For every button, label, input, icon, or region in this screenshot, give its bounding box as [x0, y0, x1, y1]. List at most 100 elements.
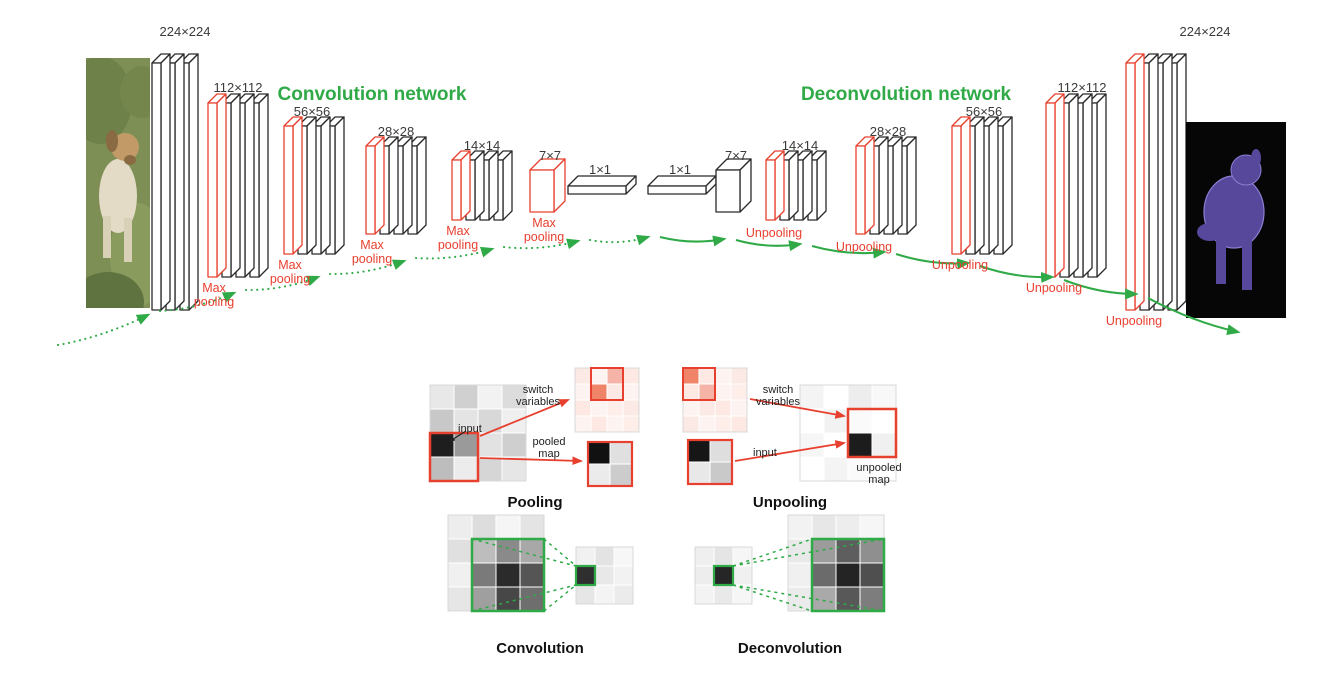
encoder-stack-28 [365, 136, 427, 235]
connector-line [732, 538, 885, 567]
max-pooling-label-3: Max pooling [351, 238, 393, 267]
grid-cell [575, 565, 596, 586]
grid-cell [622, 383, 640, 401]
grid-cell [682, 415, 700, 433]
grid-cell [687, 439, 711, 463]
grid-cell [501, 432, 527, 458]
unpooling-input-grid [687, 439, 733, 485]
grid-cell [471, 514, 497, 540]
unpooling-unpooled-map-label: unpooled map [856, 462, 902, 487]
legend-convolution [447, 514, 634, 613]
layer-box [855, 136, 875, 235]
layer-box [1125, 53, 1145, 311]
grid-cell [590, 415, 608, 433]
grid-cell [811, 586, 837, 612]
grid-cell [575, 584, 596, 605]
pooling-input-grid [429, 384, 527, 482]
grid-cell [519, 586, 545, 612]
grid-cell [590, 399, 608, 417]
flow-arrow [979, 265, 1055, 283]
pooled-map-grid [587, 441, 633, 487]
unpooling-label-1: Unpooling [745, 226, 803, 240]
decoder-box-7x7 [715, 158, 752, 213]
grid-cell [590, 367, 608, 385]
grid-cell [799, 456, 825, 482]
size-label-fc7: 1×1 [668, 162, 692, 177]
connector-line [448, 430, 467, 442]
grid-cell [871, 408, 897, 434]
network-layers [151, 53, 1187, 311]
grid-cell [471, 586, 497, 612]
pooling-switch-grid [574, 367, 640, 433]
pooling-title: Pooling [507, 494, 563, 511]
grid-cell [859, 562, 885, 588]
convolution-output-cell-outline [574, 564, 597, 587]
size-label-dec-28: 28×28 [869, 124, 907, 139]
grid-cell [519, 562, 545, 588]
grid-cell [429, 456, 455, 482]
size-label-dec-56: 56×56 [965, 104, 1003, 119]
switch-window-outline [590, 367, 624, 401]
size-label-fc6: 1×1 [588, 162, 612, 177]
grid-cell [622, 415, 640, 433]
grid-cell [519, 538, 545, 564]
grid-cell [709, 439, 733, 463]
grid-cell [835, 586, 861, 612]
pooling-input-label: input [458, 423, 482, 435]
grid-cell [609, 441, 633, 465]
grid-cell [694, 584, 715, 605]
grid-cell [713, 565, 734, 586]
grid-cell [811, 538, 837, 564]
layer-box [765, 150, 785, 221]
grid-cell [594, 584, 615, 605]
grid-cell [447, 514, 473, 540]
max-pooling-label-2: Max pooling [269, 258, 311, 287]
grid-cell [698, 415, 716, 433]
unpooling-switch-outline [682, 367, 716, 401]
grid-cell [613, 565, 634, 586]
grid-cell [835, 562, 861, 588]
grid-cell [447, 538, 473, 564]
grid-cell [429, 384, 455, 410]
max-pooling-label-5: Max pooling [523, 216, 565, 245]
grid-cell [575, 546, 596, 567]
grid-cell [730, 383, 748, 401]
grid-cell [590, 383, 608, 401]
grid-cell [447, 562, 473, 588]
unpooled-map-grid [799, 384, 897, 482]
grid-cell [606, 383, 624, 401]
grid-cell [574, 367, 592, 385]
max-pooling-label-4: Max pooling [437, 224, 479, 253]
connector-line [543, 538, 577, 567]
grid-cell [714, 399, 732, 417]
layer-box [451, 150, 471, 221]
grid-cell [453, 384, 479, 410]
deconvolution-output-grid [787, 514, 885, 612]
fc6-box-1x1 [567, 175, 637, 195]
convolution-kernel-outline [470, 537, 546, 613]
grid-cell [871, 432, 897, 458]
grid-cell [447, 586, 473, 612]
deconvolution-title: Deconvolution [737, 640, 843, 657]
unpooling-title: Unpooling [752, 494, 828, 511]
grid-cell [609, 463, 633, 487]
encoder-stack-56 [283, 116, 345, 255]
size-label-enc-224: 224×224 [159, 24, 211, 39]
grid-cell [495, 538, 521, 564]
grid-cell [501, 408, 527, 434]
grid-cell [682, 367, 700, 385]
grid-cell [730, 367, 748, 385]
size-label-dec-7: 7×7 [724, 148, 748, 163]
grid-cell [847, 456, 873, 482]
grid-cell [477, 384, 503, 410]
grid-cell [714, 383, 732, 401]
legend-pooling [428, 367, 640, 488]
grid-cell [574, 415, 592, 433]
connector-line [734, 440, 847, 462]
grid-cell [799, 432, 825, 458]
grid-cell [606, 367, 624, 385]
flow-arrow [735, 238, 803, 252]
connector-line [732, 584, 885, 612]
encoder-box-7x7 [529, 158, 566, 213]
